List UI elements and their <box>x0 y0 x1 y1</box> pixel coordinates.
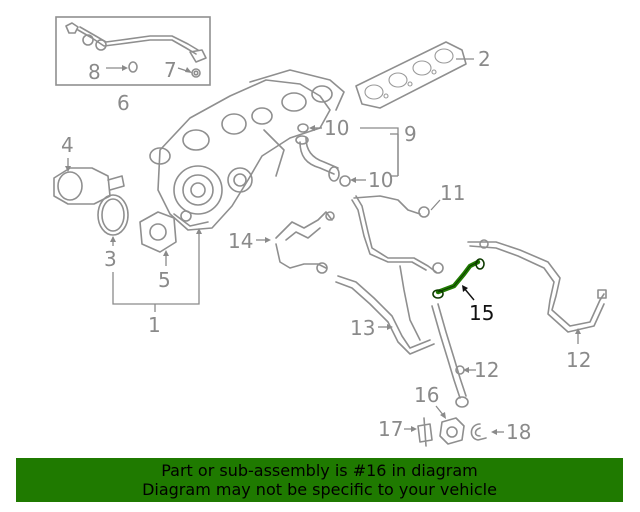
callout-16-label: 15 <box>469 301 494 325</box>
seal-part-10-lower <box>339 175 351 187</box>
callout-14-label: 13 <box>350 316 375 340</box>
callout-4: 4 <box>61 133 74 172</box>
callout-18: 17 <box>378 417 417 441</box>
callout-19: 18 <box>491 420 531 444</box>
callout-11-label: 12 <box>474 358 499 382</box>
gasket-ring-part-3 <box>97 194 129 236</box>
bracket-part-18 <box>417 417 433 447</box>
seal-part-10-upper <box>297 123 309 133</box>
highlighted-pipe-part-16 <box>432 258 485 299</box>
turbocharger-assembly <box>149 69 345 231</box>
callout-3: 3 <box>104 236 117 271</box>
callout-4-label: 4 <box>61 133 74 157</box>
fitting-part-17 <box>439 417 465 445</box>
manifold-gasket-part-2 <box>355 41 467 109</box>
clamp-part-19 <box>470 423 487 441</box>
callout-15: 14 <box>228 229 271 253</box>
callout-7-label: 7 <box>164 58 177 82</box>
line-part-13 <box>467 239 607 333</box>
callout-8-label: 8 <box>88 60 101 84</box>
callout-12: 11 <box>430 181 465 211</box>
pipe-part-9 <box>295 135 340 182</box>
callout-2: 2 <box>456 47 491 71</box>
callout-12-label: 11 <box>440 181 465 205</box>
callout-11: 12 <box>463 358 499 382</box>
line-part-15 <box>275 211 335 274</box>
callout-18-label: 17 <box>378 417 403 441</box>
line-part-14 <box>335 265 435 355</box>
banner-line-1: Part or sub-assembly is #16 in diagram <box>161 461 478 480</box>
callout-3-label: 3 <box>104 247 117 271</box>
callout-17-label: 16 <box>414 383 439 407</box>
callout-10-lower-label: 10 <box>368 168 393 192</box>
callout-2-label: 2 <box>478 47 491 71</box>
callout-9-label: 9 <box>404 122 417 146</box>
callout-9: 9 <box>360 122 417 177</box>
line-part-12 <box>351 195 444 274</box>
callout-13-label: 12 <box>566 348 591 372</box>
callout-6-label: 6 <box>117 91 130 115</box>
callout-1-label: 1 <box>148 313 161 337</box>
callout-6: 6 <box>117 91 130 115</box>
callout-10-upper: 10 <box>309 116 349 140</box>
callout-15-label: 14 <box>228 229 253 253</box>
callout-10-upper-label: 10 <box>324 116 349 140</box>
callout-5: 5 <box>158 250 171 292</box>
callout-1: 1 <box>112 228 202 337</box>
info-banner: Part or sub-assembly is #16 in diagram D… <box>16 458 623 502</box>
callout-5-label: 5 <box>158 268 171 292</box>
callout-8: 8 <box>88 60 128 84</box>
valve-part-5 <box>139 211 177 253</box>
callout-19-label: 18 <box>506 420 531 444</box>
callout-14: 13 <box>350 316 393 340</box>
callout-16: 15 <box>462 285 494 325</box>
banner-line-2: Diagram may not be specific to your vehi… <box>142 480 497 499</box>
callout-13: 12 <box>566 328 591 372</box>
inset-box-part-6 <box>55 16 211 86</box>
parts-diagram: 8 7 6 2 <box>53 16 607 447</box>
callout-7: 7 <box>164 58 192 82</box>
callout-17: 16 <box>414 383 446 419</box>
callout-10-lower: 10 <box>350 168 393 192</box>
